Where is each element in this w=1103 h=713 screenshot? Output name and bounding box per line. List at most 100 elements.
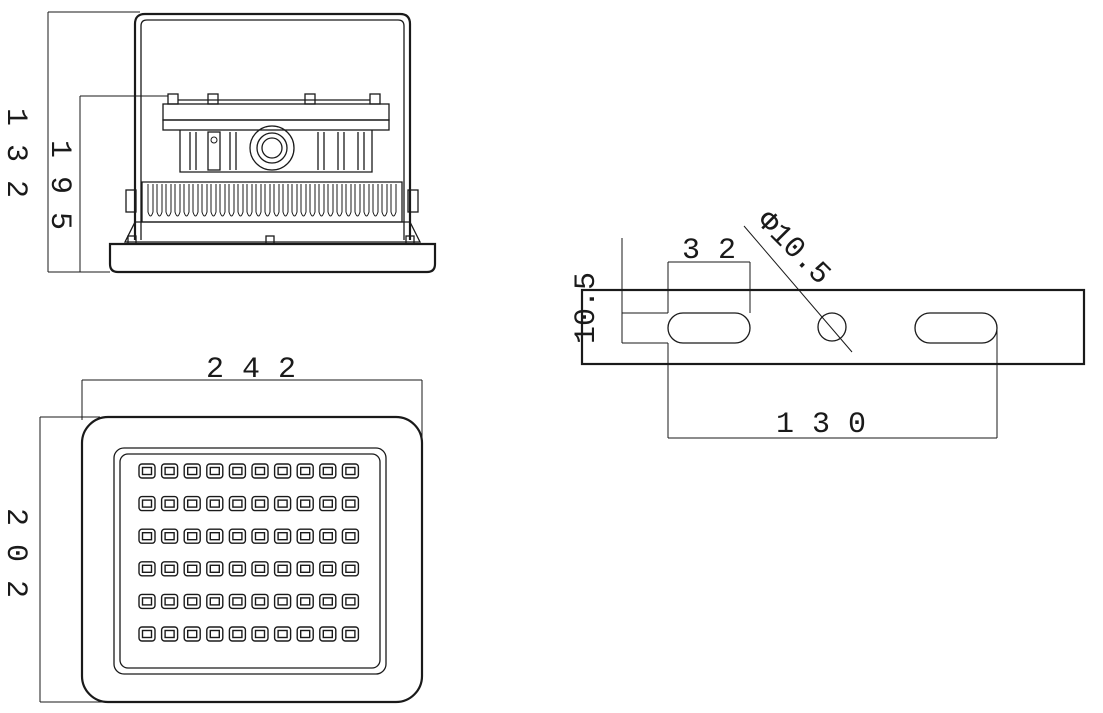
led-chip — [341, 495, 360, 512]
led-chip — [228, 463, 247, 479]
heatsink-fin — [318, 184, 325, 217]
led-chip — [273, 463, 292, 479]
heatsink-fin — [192, 184, 199, 217]
led-chip — [319, 463, 337, 479]
heatsink-fin — [264, 184, 271, 217]
led-chip — [296, 626, 314, 642]
led-chip — [341, 561, 360, 577]
heatsink-fin — [246, 184, 253, 217]
led-chip — [251, 593, 269, 610]
heatsink-fin — [381, 184, 388, 217]
led-chip — [160, 561, 179, 577]
led-chip — [138, 626, 156, 642]
led-chip — [273, 593, 292, 610]
dim-front-height: 2 0 2 — [0, 508, 32, 598]
led-chip — [138, 463, 156, 479]
led-chip — [160, 528, 179, 544]
bracket-view: 3 2 Φ10.5 10.5 1 3 0 — [570, 205, 1086, 442]
led-chip — [319, 561, 337, 577]
led-chip — [341, 626, 360, 642]
heatsink-fin — [210, 184, 217, 217]
heatsink-fin — [183, 184, 190, 217]
led-chip — [183, 561, 201, 577]
led-chip — [251, 528, 269, 544]
led-chip — [341, 528, 360, 544]
led-chip — [296, 593, 314, 610]
heatsink-fin — [336, 184, 343, 217]
led-chip — [319, 626, 337, 642]
heatsink-fin — [174, 184, 181, 217]
led-chip — [251, 463, 269, 479]
heatsink-fins — [147, 184, 397, 217]
led-chip — [341, 463, 360, 479]
dim-front-width: 2 4 2 — [206, 353, 296, 387]
heatsink-fin — [345, 184, 352, 217]
led-chip — [160, 626, 179, 642]
led-chip — [273, 528, 292, 544]
heatsink-fin — [309, 184, 316, 217]
heatsink-fin — [327, 184, 334, 217]
heatsink-fin — [156, 184, 163, 217]
led-chip — [228, 561, 247, 577]
heatsink-fin — [354, 184, 361, 217]
heatsink-fin — [219, 184, 226, 217]
led-chip — [183, 495, 201, 512]
led-chip — [138, 528, 156, 544]
heatsink-fin — [165, 184, 172, 217]
led-chip — [183, 626, 201, 642]
heatsink-fin — [372, 184, 379, 217]
heatsink-fin — [255, 184, 262, 217]
led-chip — [160, 463, 179, 479]
led-chip — [206, 626, 224, 642]
led-chip — [183, 463, 201, 479]
led-chip — [296, 495, 314, 512]
led-chip — [206, 561, 224, 577]
led-chip — [160, 495, 179, 512]
dim-side-body-height: 1 9 5 — [42, 140, 76, 230]
dim-side-total-height: 1 3 2 — [0, 108, 32, 198]
led-chip — [251, 626, 269, 642]
heatsink-fin — [201, 184, 208, 217]
led-chip — [319, 593, 337, 610]
led-chip — [228, 528, 247, 544]
dim-slot-spacing: 1 3 0 — [776, 408, 866, 442]
led-chip — [206, 495, 224, 512]
led-chip — [273, 495, 292, 512]
led-chip — [251, 561, 269, 577]
led-chip — [183, 593, 201, 610]
led-chip — [273, 561, 292, 577]
led-chip — [251, 495, 269, 512]
led-chip — [296, 561, 314, 577]
led-chip — [206, 593, 224, 610]
led-chip — [228, 495, 247, 512]
heatsink-fin — [390, 184, 397, 217]
led-chip — [228, 626, 247, 642]
heatsink-fin — [273, 184, 280, 217]
led-chip — [319, 495, 337, 512]
led-chip — [296, 528, 314, 544]
led-chip — [273, 626, 292, 642]
led-chip — [138, 561, 156, 577]
led-array — [138, 463, 360, 642]
led-chip — [228, 593, 247, 610]
side-view: 1 3 2 1 9 5 — [0, 11, 437, 274]
led-chip — [206, 528, 224, 544]
heatsink-fin — [147, 184, 154, 217]
dim-slot-height: 10.5 — [570, 272, 604, 344]
led-chip — [341, 593, 360, 610]
led-chip — [138, 495, 156, 512]
led-chip — [138, 593, 156, 610]
heatsink-fin — [300, 184, 307, 217]
heatsink-fin — [291, 184, 298, 217]
heatsink-fin — [237, 184, 244, 217]
led-chip — [206, 463, 224, 479]
dim-slot-width: 3 2 — [682, 234, 736, 268]
heatsink-fin — [228, 184, 235, 217]
front-view: 2 4 2 2 0 2 — [0, 353, 424, 704]
dim-hole-diameter: Φ10.5 — [749, 205, 837, 293]
led-chip — [160, 593, 179, 610]
led-chip — [319, 528, 337, 544]
led-chip — [183, 528, 201, 544]
led-chip — [296, 463, 314, 479]
